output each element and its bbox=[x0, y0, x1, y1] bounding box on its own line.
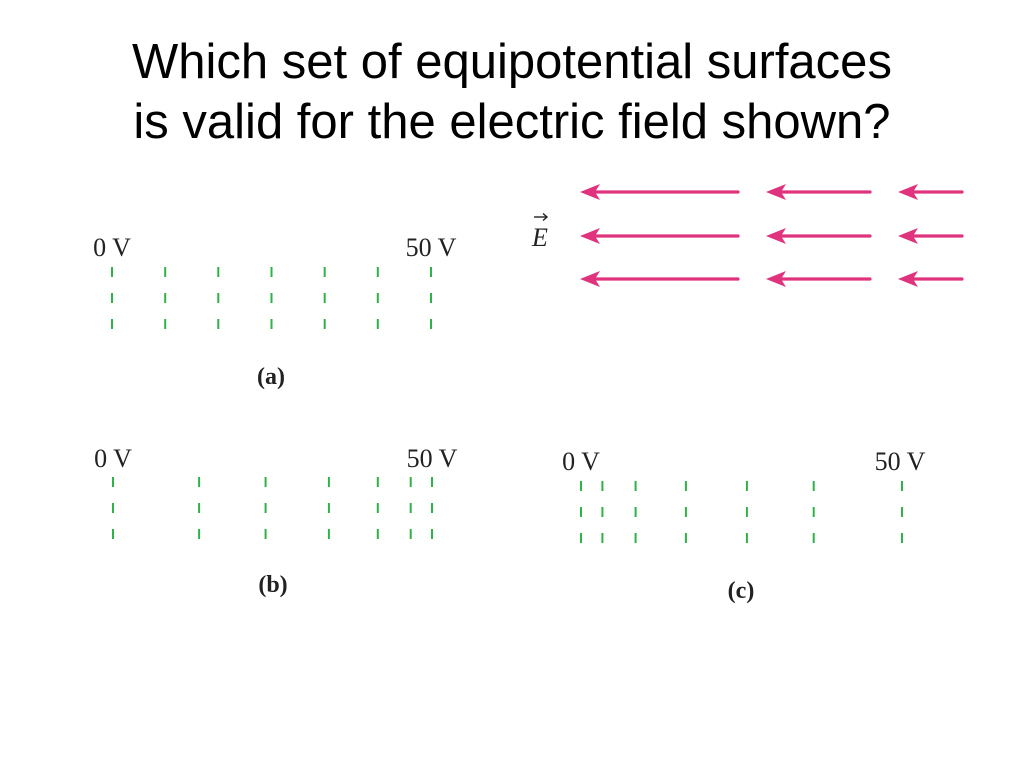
panel-c-equipotential-lines bbox=[580, 481, 903, 543]
panel-c-right-label: 50 V bbox=[875, 447, 926, 476]
slide-title-line-1: Which set of equipotential surfaces bbox=[132, 35, 892, 89]
panel-c-left-label: 0 V bbox=[562, 447, 600, 476]
panel-b-right-label: 50 V bbox=[407, 444, 458, 473]
field-arrow bbox=[766, 228, 872, 244]
field-arrow bbox=[580, 271, 740, 287]
field-arrow bbox=[898, 228, 964, 244]
panel-a-equipotential-lines bbox=[111, 267, 432, 329]
electric-field-arrows bbox=[580, 184, 964, 287]
panel-a-left-label: 0 V bbox=[93, 233, 131, 262]
panel-c-caption: (c) bbox=[728, 578, 755, 604]
vector-arrow-icon bbox=[534, 212, 549, 222]
field-arrow bbox=[580, 228, 740, 244]
panel-a: 0 V 50 V (a) bbox=[93, 233, 457, 390]
slide-title: Which set of equipotential surfaces is v… bbox=[0, 32, 1024, 152]
panel-b-caption: (b) bbox=[258, 572, 287, 598]
panel-b-left-label: 0 V bbox=[94, 444, 132, 473]
field-arrow bbox=[580, 184, 740, 200]
electric-field-symbol: E bbox=[531, 223, 548, 252]
field-arrow bbox=[898, 184, 964, 200]
panel-c: 0 V 50 V (c) bbox=[562, 447, 926, 604]
panel-b-equipotential-lines bbox=[112, 477, 433, 539]
electric-field-label: E bbox=[531, 212, 549, 252]
field-arrow bbox=[766, 271, 872, 287]
slide-title-line-2: is valid for the electric field shown? bbox=[133, 95, 891, 149]
panel-a-right-label: 50 V bbox=[406, 233, 457, 262]
field-arrow bbox=[766, 184, 872, 200]
panel-b: 0 V 50 V (b) bbox=[94, 444, 458, 598]
panel-a-caption: (a) bbox=[257, 364, 285, 390]
field-arrow bbox=[898, 271, 964, 287]
